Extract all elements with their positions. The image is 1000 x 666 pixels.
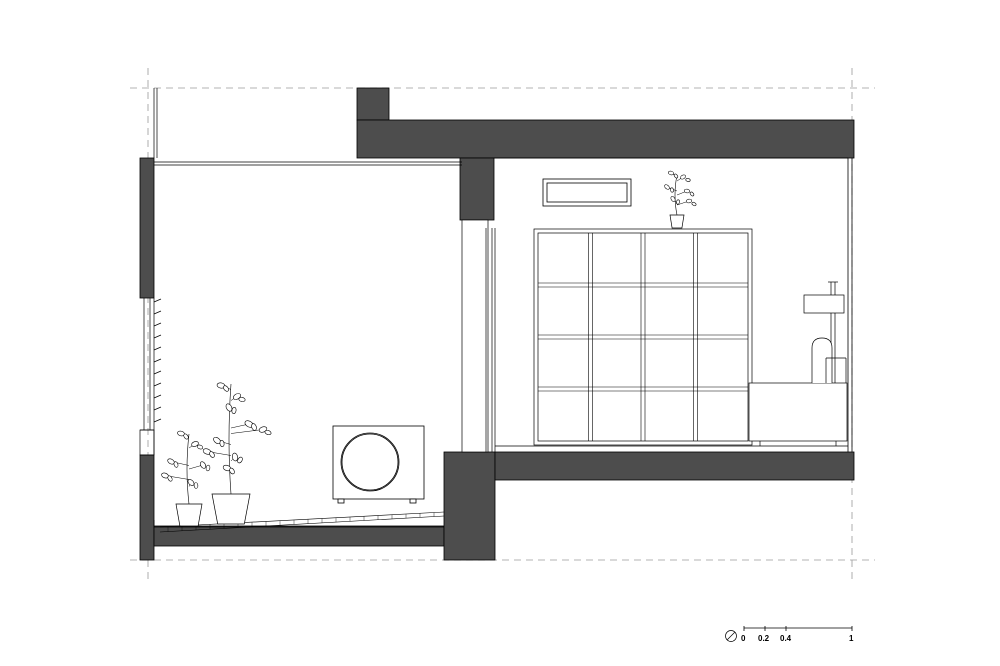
branch [230, 429, 264, 434]
leaf [683, 188, 691, 194]
leaf [232, 452, 238, 462]
railing-tick [153, 382, 162, 387]
roof-slab [356, 119, 855, 159]
railing-ticks [153, 298, 162, 423]
floor-slab [494, 451, 855, 481]
pot [669, 214, 685, 229]
scale-label-0-4: 0.4 [780, 634, 792, 643]
railing-tick [153, 370, 162, 375]
pot [211, 493, 251, 525]
railing-tick [153, 322, 162, 327]
railing-tick [153, 346, 162, 351]
outdoor-ac-unit-icon [332, 425, 425, 504]
scale-label-0: 0 [741, 634, 746, 643]
bookshelf-grid [538, 233, 748, 441]
room-outline [494, 157, 853, 452]
plant-icon [664, 170, 697, 229]
plant-icon [202, 382, 272, 525]
leaf [237, 456, 243, 464]
leaf [670, 196, 676, 202]
leaf [187, 479, 195, 486]
leaf [251, 423, 257, 431]
stem [228, 383, 232, 495]
leaf [173, 461, 179, 468]
leaf [685, 178, 691, 182]
leaf [238, 397, 246, 402]
railing-tick [153, 334, 162, 339]
scale-label-1: 1 [849, 634, 854, 643]
leaf [689, 191, 695, 197]
slab-column [443, 451, 496, 561]
bookshelf [533, 228, 753, 446]
scale-bar: 0 0.2 0.4 1 [725, 626, 854, 643]
railing-tick [153, 406, 162, 411]
scale-label-0-2: 0.2 [758, 634, 770, 643]
leaf [205, 464, 211, 472]
left-wall-upper [139, 157, 155, 299]
leaf [232, 393, 241, 400]
floor-ticks [167, 512, 435, 532]
pot [175, 503, 203, 527]
leaf [264, 429, 272, 436]
leaf [667, 170, 675, 176]
leaf [680, 174, 686, 180]
wall-vent [542, 178, 632, 207]
terrace-outline [153, 161, 462, 528]
railing-tick [153, 394, 162, 399]
railing-tick [153, 418, 162, 423]
leaf [199, 461, 207, 469]
leaf [196, 444, 204, 450]
leaf [691, 202, 697, 206]
leaf [209, 451, 215, 458]
stem [674, 174, 678, 216]
leaf [676, 199, 680, 205]
leaf [223, 385, 229, 392]
door-jamb [461, 219, 496, 453]
plant-icon [161, 430, 211, 527]
leaf [191, 441, 199, 447]
north-arrow-icon [725, 630, 737, 642]
railing-tick [153, 310, 162, 315]
leaf [231, 407, 237, 414]
left-railing [139, 88, 158, 456]
leaf [183, 433, 189, 440]
leaf [229, 467, 235, 475]
plants [161, 170, 697, 527]
leaf [193, 482, 199, 489]
walls [139, 87, 855, 561]
left-wall-lower [139, 454, 155, 561]
railing-tick [153, 358, 162, 363]
parapet-wall [356, 87, 390, 121]
leaf [219, 440, 225, 447]
leaf [225, 403, 233, 412]
lintel-wall [459, 157, 495, 221]
leaf [670, 187, 674, 193]
terrace-floor [159, 511, 445, 533]
leaf [664, 184, 670, 190]
leaf [167, 475, 173, 482]
leaf [685, 198, 693, 204]
leaf [673, 173, 679, 179]
stem [186, 433, 190, 505]
terrace-slab [153, 525, 445, 547]
railing-tick [153, 298, 162, 303]
sofa-icon [748, 337, 848, 446]
